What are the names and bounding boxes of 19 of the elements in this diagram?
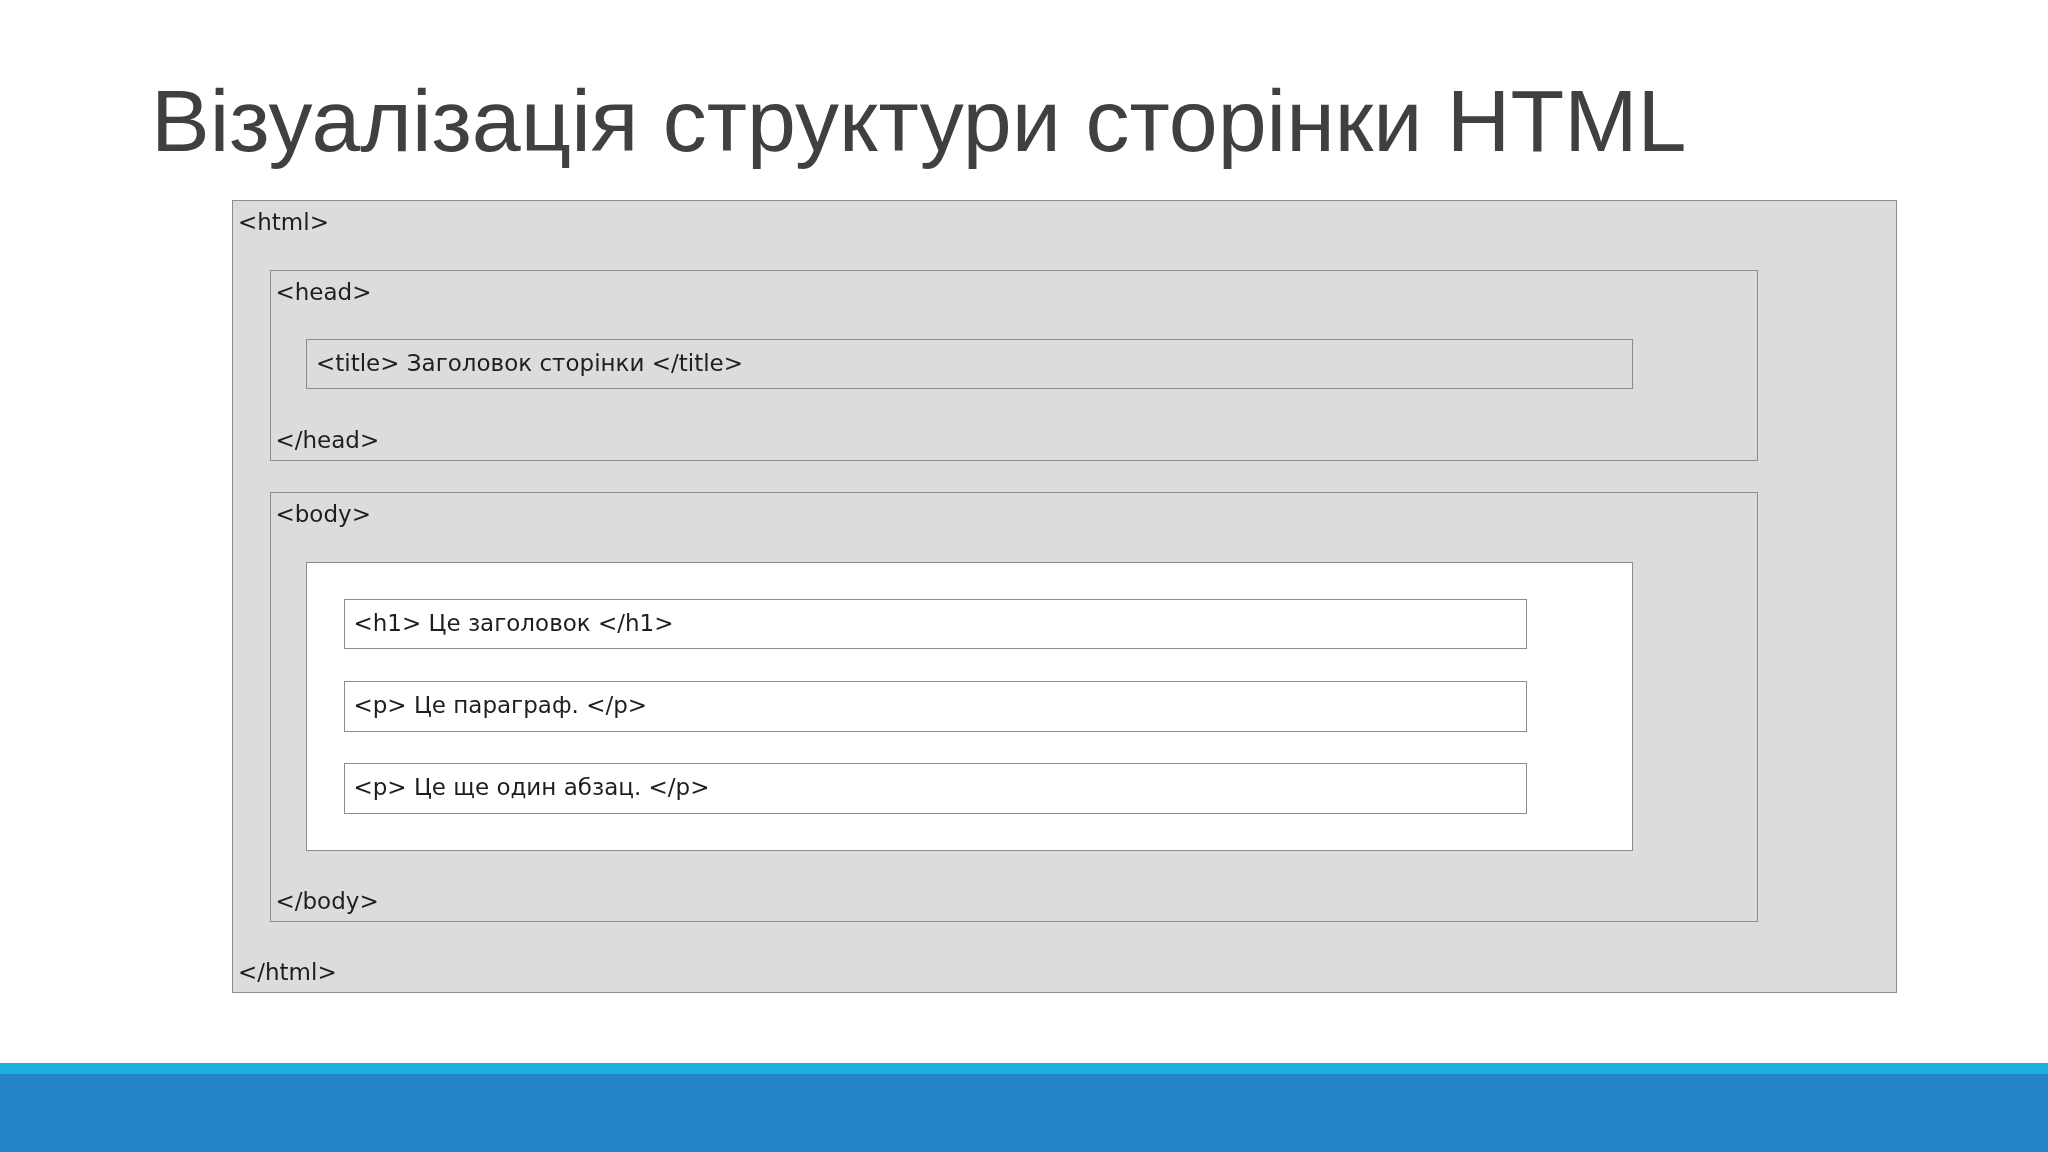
nested-tag-box: [269, 269, 1758, 461]
nested-tag-box: [343, 598, 1527, 649]
tag-text: <title> Заголовок сторінки </title>: [316, 350, 743, 378]
tag-text: <p> Це параграф. </p>: [353, 692, 648, 720]
nested-tag-box: [343, 762, 1527, 814]
tag-text: </body>: [275, 887, 379, 916]
tag-text: <head>: [275, 278, 372, 307]
tag-text: <body>: [275, 500, 371, 529]
nested-tag-box: [343, 680, 1527, 732]
nested-tag-box: [232, 200, 1897, 993]
tag-text: <html>: [238, 209, 329, 237]
tag-text: </html>: [238, 959, 337, 987]
nested-tag-box: [269, 491, 1758, 922]
empty-box: [306, 562, 1633, 851]
tag-text: <p> Це ще один абзац. </p>: [353, 774, 710, 802]
nested-tag-box: [306, 339, 1633, 389]
slide-title: Візуалізація структури сторінки HTML: [151, 70, 1687, 172]
tag-text: <h1> Це заголовок </h1>: [353, 609, 674, 638]
tag-text: </head>: [275, 426, 380, 455]
